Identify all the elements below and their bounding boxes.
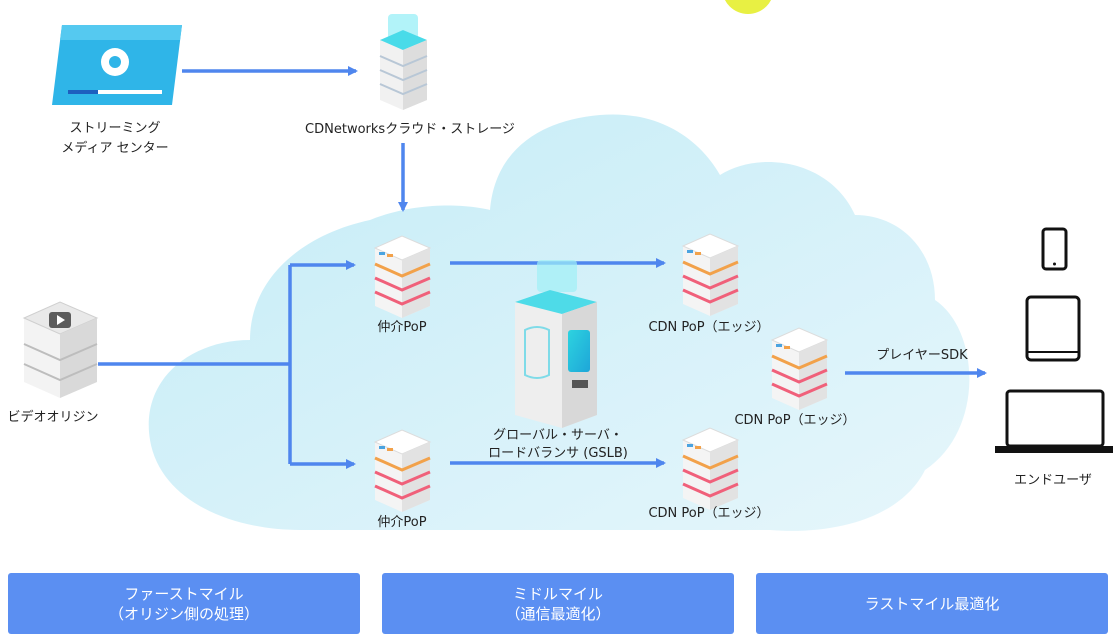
gslb-icon [515, 260, 597, 428]
player-sdk-label: プレイヤーSDK [876, 348, 968, 363]
yellow-accent-shape [724, 0, 772, 14]
edge-top-label: CDN PoP（エッジ） [648, 320, 770, 335]
edge-middle-label: CDN PoP（エッジ） [734, 413, 856, 428]
edge-bottom-icon [681, 426, 740, 512]
first-mile-button[interactable]: ファーストマイル （オリジン側の処理） [8, 573, 360, 634]
last-mile-title: ラストマイル最適化 [864, 594, 1000, 613]
video-origin-label: ビデオオリジン [7, 410, 99, 425]
streaming-center-label: ストリーミング メディア センター [61, 119, 168, 159]
arrows [98, 66, 987, 469]
laptop-icon [995, 389, 1113, 453]
relay-pop-top-icon [373, 234, 432, 320]
relay-pop-bottom-label: 仲介PoP [377, 515, 427, 530]
end-user-label: エンドユーザ [1014, 473, 1092, 488]
gslb-label: グローバル・サーバ・ ロードバランサ (GSLB) [488, 427, 628, 463]
gslb-label-line2: ロードバランサ (GSLB) [488, 446, 628, 461]
tablet-icon [1025, 295, 1081, 362]
last-mile-button[interactable]: ラストマイル最適化 [756, 573, 1108, 634]
middle-mile-title: ミドルマイル [512, 584, 603, 603]
video-origin-icon [22, 301, 99, 398]
cloud-storage-label: CDNetworksクラウド・ストレージ [305, 122, 515, 137]
gslb-label-line1: グローバル・サーバ・ [493, 428, 623, 443]
relay-pop-bottom-icon [373, 428, 432, 514]
smartphone-icon [1041, 227, 1068, 271]
relay-pop-top-label: 仲介PoP [377, 320, 427, 335]
streaming-center-label-line2: メディア センター [61, 141, 169, 156]
streaming-center-icon [52, 25, 182, 105]
middle-mile-subtitle: （通信最適化） [505, 604, 611, 623]
middle-mile-button[interactable]: ミドルマイル （通信最適化） [382, 573, 734, 634]
cloud-storage-icon [379, 14, 428, 110]
streaming-center-label-line1: ストリーミング [69, 121, 161, 136]
edge-bottom-label: CDN PoP（エッジ） [648, 506, 770, 521]
first-mile-title: ファーストマイル [124, 584, 244, 603]
edge-middle-icon [770, 326, 829, 412]
first-mile-subtitle: （オリジン側の処理） [108, 604, 259, 623]
edge-top-icon [681, 232, 740, 318]
